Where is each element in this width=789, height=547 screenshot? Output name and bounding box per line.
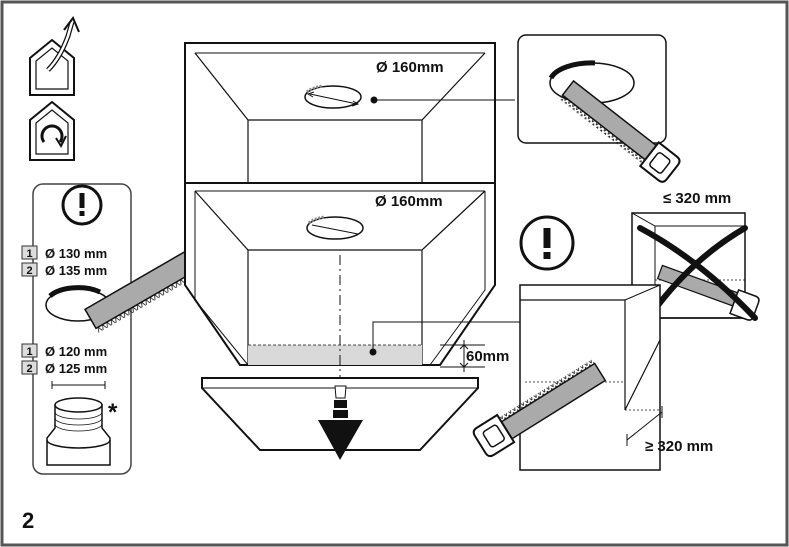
adapter-item-2: 2 Ø 135 mm bbox=[21, 262, 107, 278]
svg-text:1: 1 bbox=[26, 248, 32, 260]
svg-text:Ø 120 mm: Ø 120 mm bbox=[45, 344, 107, 359]
svg-text:2: 2 bbox=[26, 265, 32, 277]
gap-label: 60mm bbox=[466, 348, 509, 365]
svg-text:Ø 135 mm: Ø 135 mm bbox=[45, 263, 107, 278]
allowed-saw bbox=[472, 359, 607, 458]
adapter-item-3: 1 Ø 120 mm bbox=[21, 343, 107, 359]
lower-hole bbox=[306, 215, 364, 240]
top-detail-saw bbox=[559, 79, 681, 183]
gap-dimension bbox=[440, 340, 485, 372]
svg-text:1: 1 bbox=[26, 346, 32, 358]
min-depth-label: ≥ 320 mm bbox=[645, 438, 713, 455]
max-depth-label: ≤ 320 mm bbox=[663, 190, 731, 207]
exclamation-circle-icon bbox=[61, 184, 103, 226]
lower-cabinet bbox=[184, 182, 496, 380]
house-recirculation-icon bbox=[29, 100, 75, 161]
top-hole bbox=[304, 84, 515, 109]
svg-text:2: 2 bbox=[26, 363, 32, 375]
svg-text:Ø 125 mm: Ø 125 mm bbox=[45, 361, 107, 376]
duct-adapter bbox=[46, 381, 111, 466]
lower-hole-label: Ø 160mm bbox=[375, 193, 443, 210]
top-hole-label: Ø 160mm bbox=[376, 59, 444, 76]
min-depth-dimension bbox=[626, 406, 663, 446]
svg-text:Ø 130 mm: Ø 130 mm bbox=[45, 246, 107, 261]
adapter-item-4: 2 Ø 125 mm bbox=[21, 360, 107, 376]
house-outlet-arrow-icon bbox=[29, 16, 80, 96]
adapter-item-1: 1 Ø 130 mm bbox=[21, 245, 107, 261]
down-arrow-icon bbox=[318, 385, 363, 460]
upper-cabinet bbox=[184, 42, 496, 184]
figure-number: 2 bbox=[22, 508, 34, 533]
right-exclamation-icon bbox=[519, 215, 575, 271]
footnote-asterisk: * bbox=[108, 399, 118, 426]
strip-callout-line bbox=[372, 321, 520, 352]
